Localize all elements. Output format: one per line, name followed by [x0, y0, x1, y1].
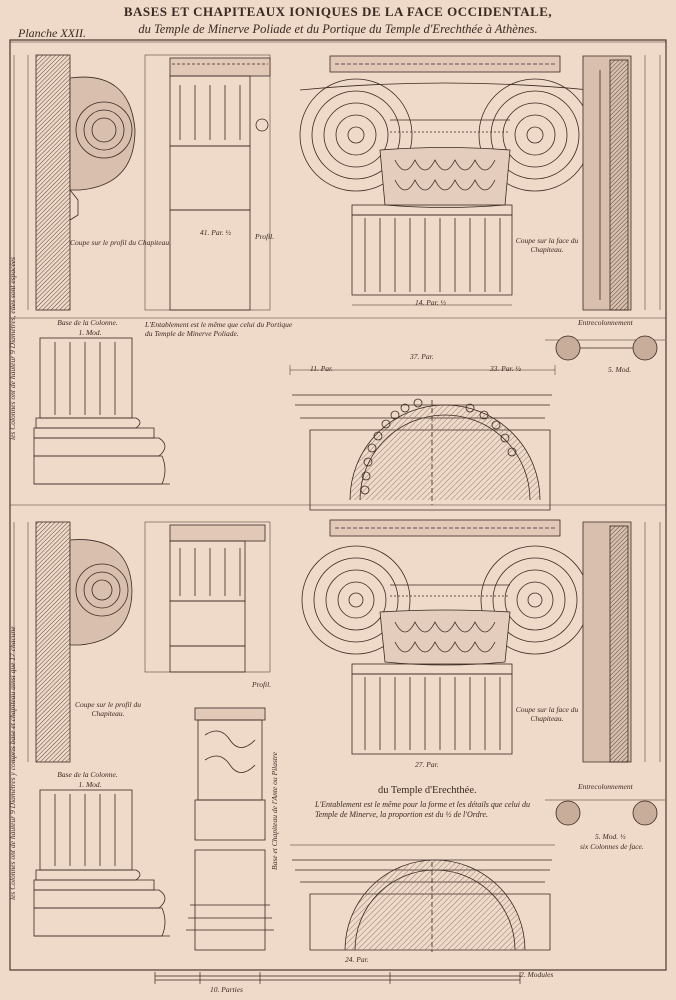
lower-pilaster-note: Base et Chapiteau de l'Ante ou Pilastre — [270, 752, 279, 870]
upper-entablement-note: L'Entablement est le même que celui du P… — [145, 320, 293, 338]
upper-capital-profile-section — [13, 54, 136, 311]
lower-entablement-note: L'Entablement est le même pour la forme … — [315, 800, 530, 819]
upper-column-base — [33, 337, 170, 485]
lower-base-plan — [290, 844, 555, 952]
upper-capital-face-section — [582, 55, 661, 311]
upper-base-plan — [289, 365, 556, 511]
upper-ionic-capital-front — [299, 55, 592, 306]
upper-dim-right: 33. Par. ½ — [490, 364, 522, 373]
lower-entrecolonnement — [545, 799, 665, 826]
lower-profil-label: Profil. — [252, 680, 272, 689]
lower-ionic-capital-front — [301, 519, 590, 755]
upper-dim-top: 37. Par. — [410, 352, 434, 361]
upper-mod-dimension: 5. Mod. — [608, 365, 632, 374]
upper-profil-label: Profil. — [255, 232, 275, 241]
upper-dim-left: 11. Par. — [310, 364, 333, 373]
upper-dim-b: 14. Par. ½ — [415, 298, 447, 307]
lower-vertical-note: les Colonnes ont de hauteur 9 Diamètres … — [8, 626, 17, 900]
upper-vertical-note: les Colonnes ont de hauteur 9 Diamètres,… — [8, 256, 17, 440]
lower-dim-c: 27. Par. — [415, 760, 439, 769]
upper-entrecolonnement-label: Entrecolonnement — [578, 318, 633, 327]
upper-base-label: Base de la Colonne. — [57, 318, 118, 327]
plate-title: BASES ET CHAPITEAUX IONIQUES DE LA FACE … — [123, 4, 553, 19]
plate-number: Planche XXII. — [18, 26, 86, 40]
lower-base-label: Base de la Colonne. — [57, 770, 118, 779]
lower-capital-profile — [144, 521, 271, 673]
scale-bar — [154, 972, 521, 984]
upper-entrecolonnement — [545, 335, 665, 361]
lower-capital-profile-section — [13, 521, 133, 763]
upper-profile-capital-label: Coupe sur le profil du Chapiteau. — [70, 238, 171, 247]
upper-capital-profile — [144, 54, 271, 311]
lower-base-mod: 1. Mod. — [78, 780, 102, 789]
lower-profile-capital-label: Coupe sur le profil du Chapiteau. — [75, 700, 141, 718]
plate-subtitle: du Temple de Minerve Poliade et du Porti… — [138, 22, 538, 36]
scale-left-label: 10. Parties — [210, 985, 243, 994]
upper-dim-a: 41. Par. ½ — [200, 228, 232, 237]
lower-caption: du Temple d'Erechthée. — [378, 785, 477, 796]
lower-capital-face-section — [582, 521, 661, 763]
upper-base-mod: 1. Mod. — [78, 328, 102, 337]
upper-face-capital-label: Coupe sur la face du Chapiteau. — [515, 236, 579, 254]
lower-mod-note: 5. Mod. ½ — [595, 832, 626, 841]
lower-pilaster-capital — [186, 707, 274, 951]
lower-column-base — [33, 789, 170, 937]
lower-dim-bottom: 24. Par. — [345, 955, 369, 964]
lower-colonnes-note: six Colonnes de face. — [580, 842, 644, 851]
lower-entrecolonnement-label: Entrecolonnement — [578, 782, 633, 791]
scale-right-label: 2. Modules — [520, 970, 554, 979]
lower-face-capital-label: Coupe sur la face du Chapiteau. — [515, 705, 579, 723]
